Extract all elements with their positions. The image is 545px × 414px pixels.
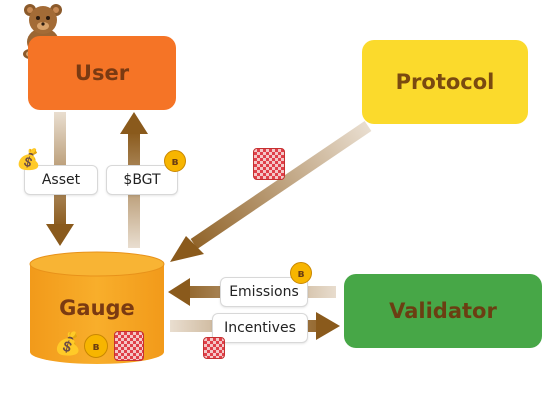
protocol-to-gauge-arrow [170,121,372,262]
validator-node: Validator [344,274,542,348]
bgt-token-icon: ʙ [164,150,186,172]
validator-label: Validator [389,299,497,323]
bgt-token-icon: ʙ [84,334,108,358]
money-bag-icon: 💰 [54,332,82,357]
asset-label: Asset [24,165,98,195]
money-bag-icon: 💰 [16,147,41,171]
user-label: User [74,61,130,85]
incentive-token-icon [114,331,144,361]
bgt-label: $BGT [106,165,178,195]
protocol-node: Protocol [362,40,528,124]
gauge-label: Gauge [59,296,135,320]
incentive-token-icon [203,337,225,359]
incentives-label: Incentives [212,313,308,343]
incentive-token-icon [253,148,285,180]
protocol-label: Protocol [395,70,495,94]
user-node: User [28,36,176,110]
bgt-token-icon: ʙ [290,262,312,284]
emissions-label: Emissions [220,277,308,307]
